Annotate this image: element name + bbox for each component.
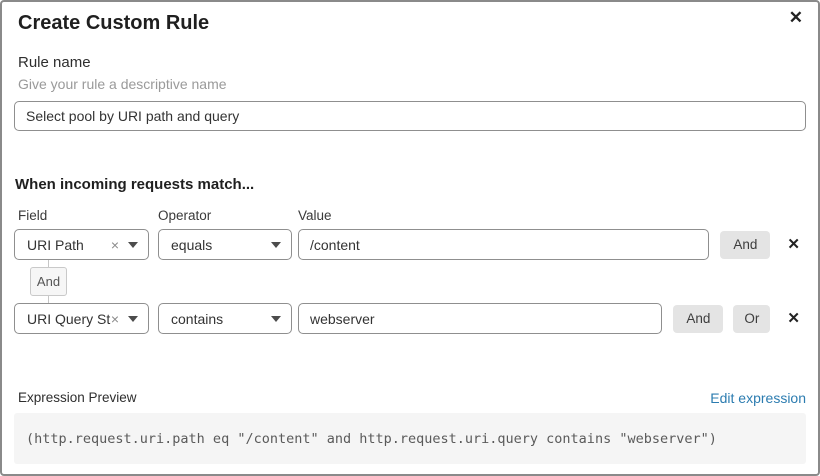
- chevron-down-icon: [271, 315, 281, 322]
- field-select-value: URI Path: [27, 236, 84, 253]
- rule-name-label: Rule name: [18, 54, 91, 71]
- rule-name-input[interactable]: [14, 101, 806, 131]
- close-icon[interactable]: ✕: [788, 8, 803, 27]
- expression-code: (http.request.uri.path eq "/content" and…: [26, 430, 717, 447]
- chevron-down-icon: [128, 315, 138, 322]
- field-column-label: Field: [18, 208, 48, 223]
- operator-select-value: equals: [171, 236, 213, 253]
- condition-row: URI Path × equals And ✕: [14, 229, 806, 260]
- and-button[interactable]: And: [673, 304, 724, 333]
- column-labels: Field Operator Value: [14, 208, 806, 224]
- field-select[interactable]: URI Path ×: [14, 229, 149, 260]
- operator-select[interactable]: equals: [158, 229, 292, 260]
- rule-name-helper: Give your rule a descriptive name: [18, 76, 227, 92]
- chevron-down-icon: [271, 241, 281, 248]
- field-select-value: URI Query St...: [27, 310, 111, 327]
- operator-select[interactable]: contains: [158, 303, 292, 334]
- connector-and-badge: And: [30, 267, 67, 296]
- remove-condition-icon[interactable]: ✕: [787, 309, 800, 327]
- match-heading: When incoming requests match...: [15, 176, 255, 193]
- remove-condition-icon[interactable]: ✕: [787, 235, 800, 253]
- expression-preview-label: Expression Preview: [18, 390, 137, 405]
- condition-connector: And: [30, 260, 67, 303]
- value-input[interactable]: [298, 303, 663, 334]
- connector-line: [48, 296, 49, 303]
- connector-line: [48, 260, 49, 267]
- value-column-label: Value: [298, 208, 332, 223]
- expression-preview-header: Expression Preview Edit expression: [14, 390, 806, 406]
- edit-expression-link[interactable]: Edit expression: [710, 390, 806, 406]
- operator-select-value: contains: [171, 310, 224, 327]
- value-input[interactable]: [298, 229, 710, 260]
- and-button[interactable]: And: [720, 230, 771, 259]
- clear-icon[interactable]: ×: [110, 310, 119, 327]
- field-select[interactable]: URI Query St... ×: [14, 303, 149, 334]
- condition-row: URI Query St... × contains And Or ✕: [14, 303, 806, 334]
- or-button[interactable]: Or: [733, 304, 771, 333]
- operator-column-label: Operator: [158, 208, 212, 223]
- dialog-title: Create Custom Rule: [18, 12, 210, 34]
- chevron-down-icon: [128, 241, 138, 248]
- expression-code-block: (http.request.uri.path eq "/content" and…: [14, 413, 806, 464]
- clear-icon[interactable]: ×: [110, 236, 119, 253]
